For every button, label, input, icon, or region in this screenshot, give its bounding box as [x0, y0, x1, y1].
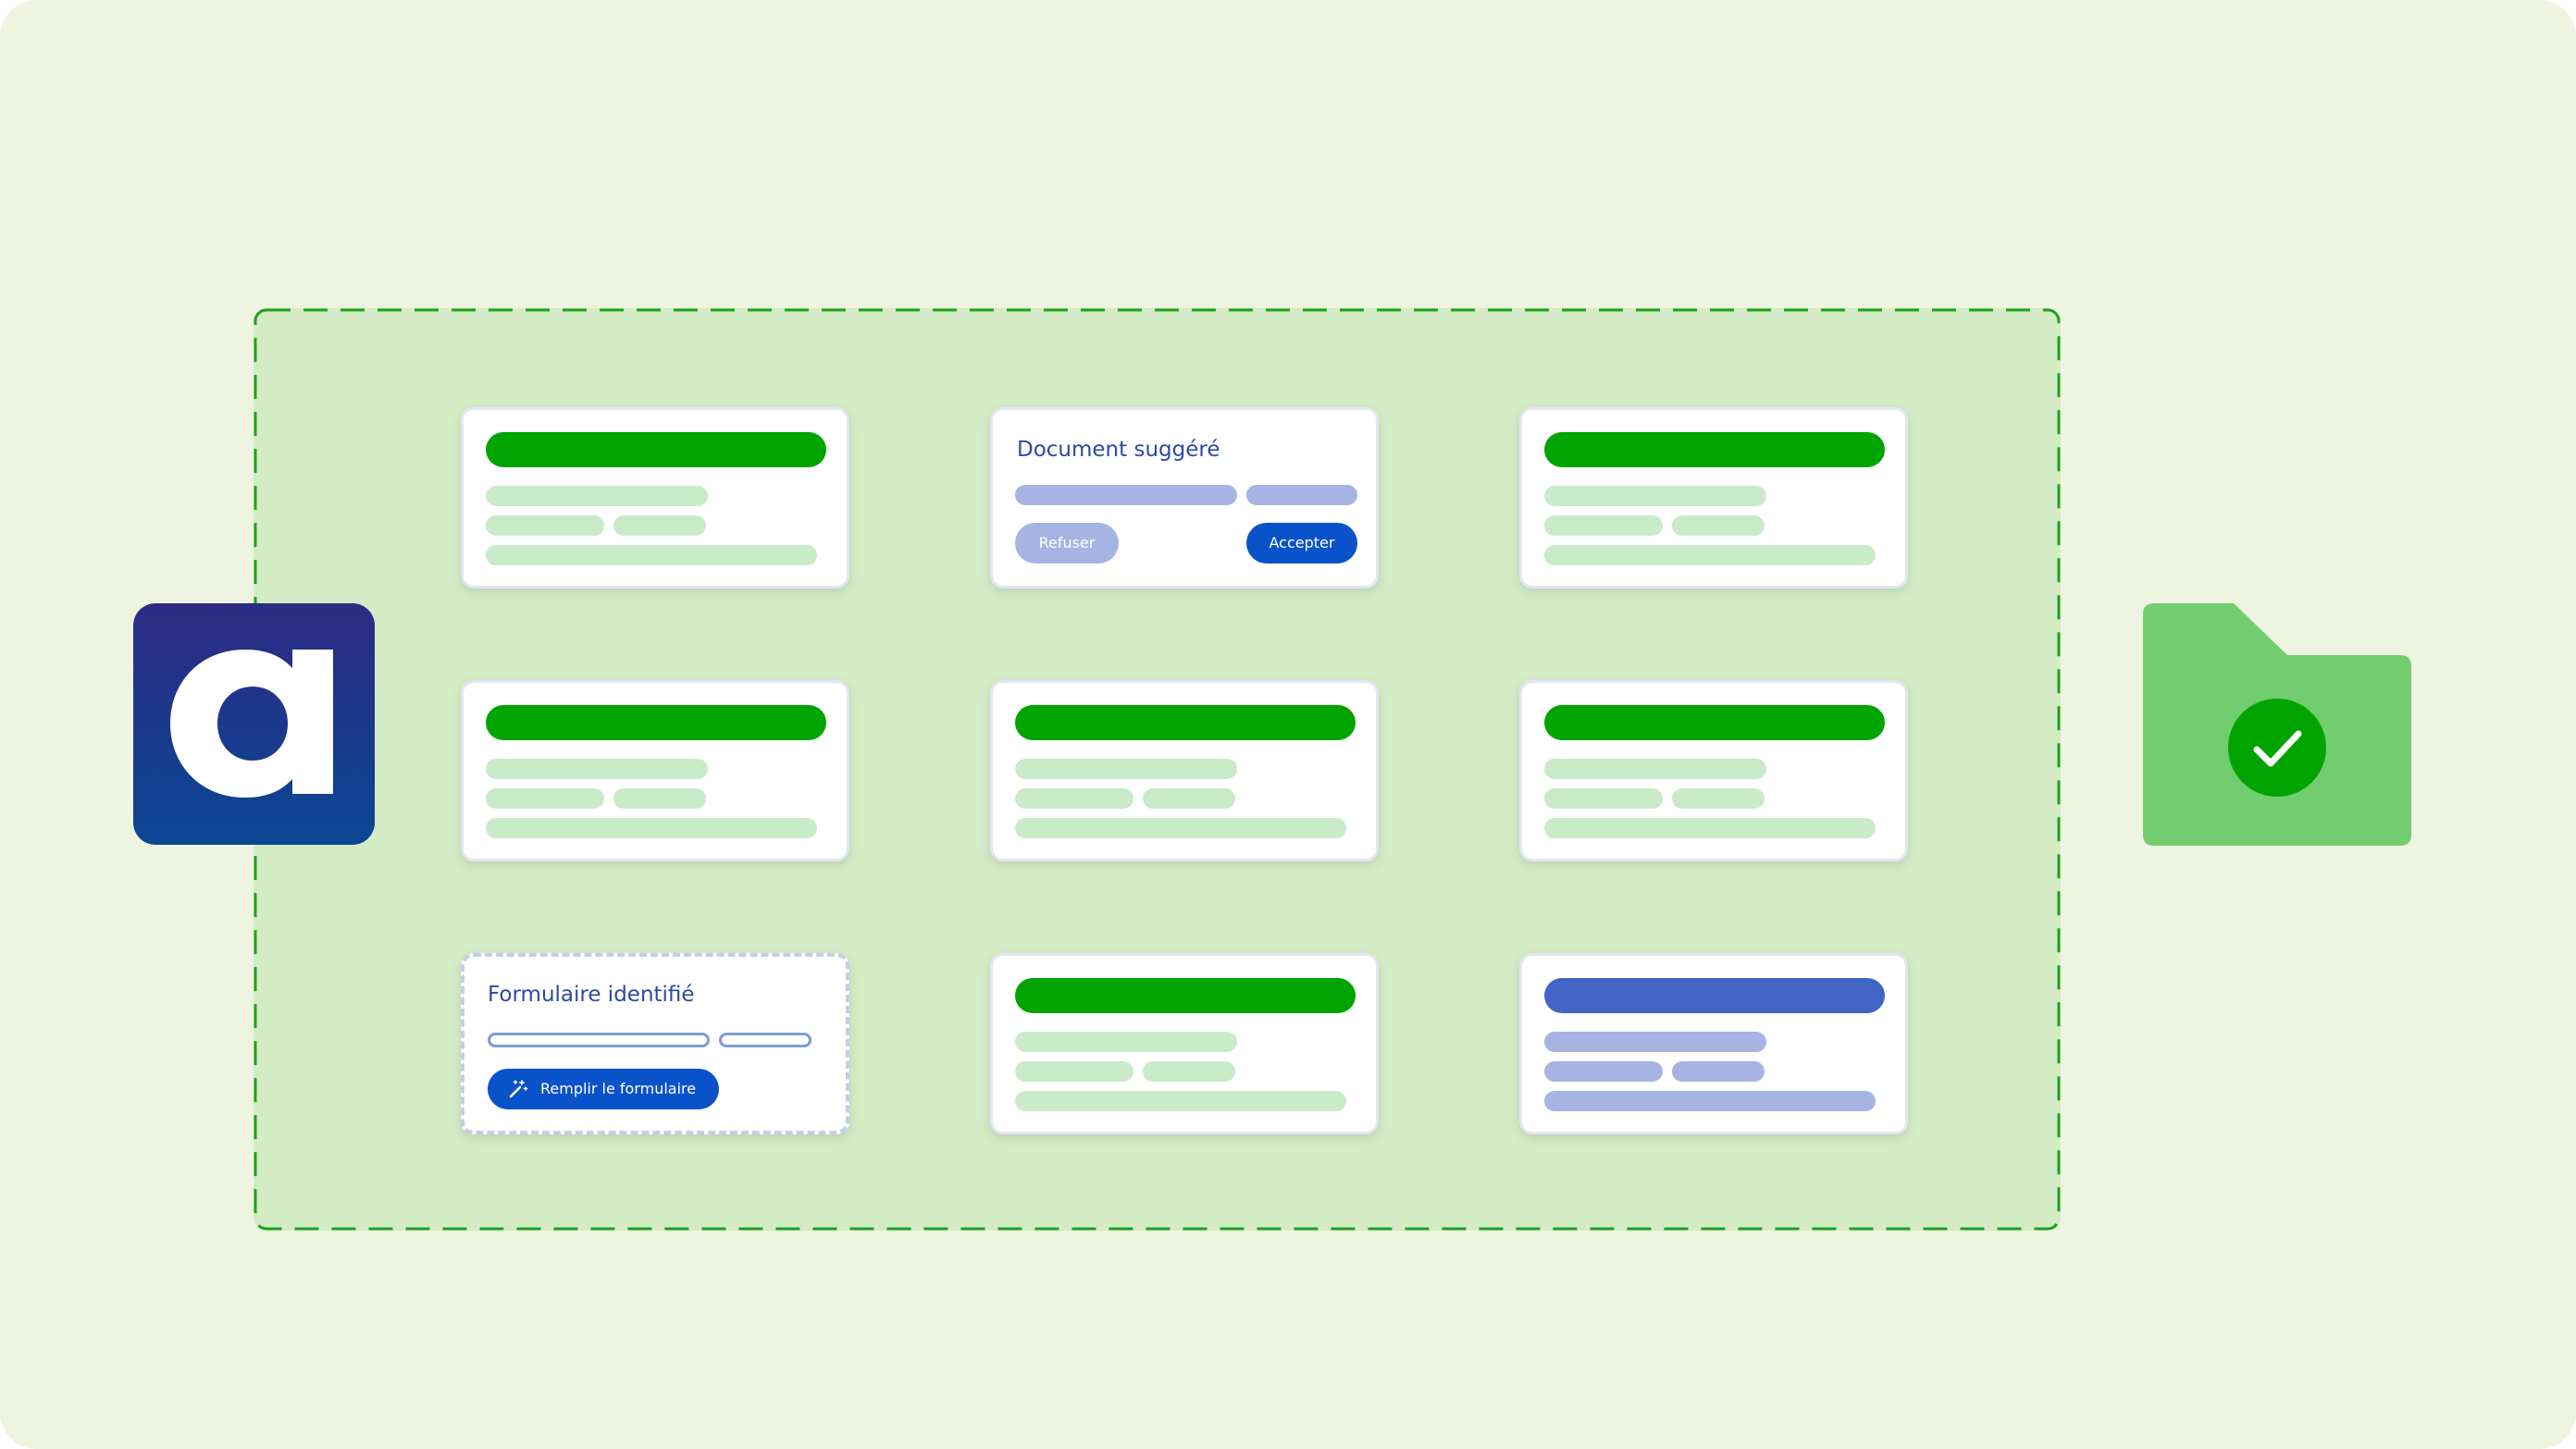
document-card[interactable]	[461, 680, 849, 861]
card-line	[613, 788, 706, 809]
card-line	[1672, 1061, 1765, 1082]
card-line	[486, 818, 817, 838]
card-title-bar	[1015, 705, 1356, 740]
card-line	[1544, 1091, 1876, 1111]
app-logo-icon	[133, 603, 375, 845]
card-line	[1544, 545, 1876, 565]
document-card[interactable]	[461, 407, 849, 588]
card-line	[1544, 1032, 1766, 1052]
card-line	[1015, 788, 1133, 809]
card-line	[1544, 818, 1876, 838]
documents-zone-border	[254, 308, 2061, 1231]
document-card[interactable]	[1519, 407, 1908, 588]
card-line	[1544, 1061, 1663, 1082]
card-line	[1544, 486, 1766, 506]
card-line	[1015, 485, 1237, 505]
fill-form-button[interactable]: Remplir le formulaire	[488, 1069, 719, 1109]
card-title-bar	[486, 705, 826, 740]
folder-icon	[2143, 603, 2411, 846]
card-title-bar	[1544, 432, 1885, 467]
magic-wand-icon	[509, 1080, 528, 1098]
document-card[interactable]	[1519, 680, 1908, 861]
card-line	[1672, 515, 1765, 536]
check-icon	[2228, 699, 2326, 797]
suggested-document-title: Document suggéré	[1017, 438, 1220, 462]
card-title-bar	[486, 432, 826, 467]
card-line	[486, 486, 708, 506]
card-line	[486, 759, 708, 779]
card-title-bar	[1544, 705, 1885, 740]
card-line	[1015, 818, 1346, 838]
identified-form-title: Formulaire identifié	[488, 983, 695, 1007]
card-line	[1544, 759, 1766, 779]
card-line	[1143, 788, 1235, 809]
card-title-bar	[1015, 978, 1356, 1013]
document-card[interactable]	[990, 953, 1379, 1134]
form-field[interactable]	[488, 1033, 710, 1047]
card-line	[486, 545, 817, 565]
suggested-document-card: Document suggéré Refuser Accepter	[990, 407, 1379, 588]
identified-form-card: Formulaire identifié Remplir le formulai…	[461, 953, 849, 1134]
form-field[interactable]	[719, 1033, 811, 1047]
refuse-button[interactable]: Refuser	[1015, 523, 1119, 564]
card-line	[613, 515, 706, 536]
card-line	[1015, 1091, 1346, 1111]
card-line	[1015, 759, 1237, 779]
card-line	[1672, 788, 1765, 809]
card-line	[1544, 515, 1663, 536]
selected-document-card[interactable]	[1519, 953, 1908, 1134]
card-line	[486, 788, 604, 809]
card-line	[1015, 1061, 1133, 1082]
accept-button[interactable]: Accepter	[1246, 523, 1357, 564]
document-card[interactable]	[990, 680, 1379, 861]
fill-form-label: Remplir le formulaire	[540, 1080, 697, 1097]
card-title-bar	[1544, 978, 1885, 1013]
card-line	[1015, 1032, 1237, 1052]
card-line	[486, 515, 604, 536]
card-line	[1544, 788, 1663, 809]
card-line	[1143, 1061, 1235, 1082]
card-line	[1246, 485, 1357, 505]
